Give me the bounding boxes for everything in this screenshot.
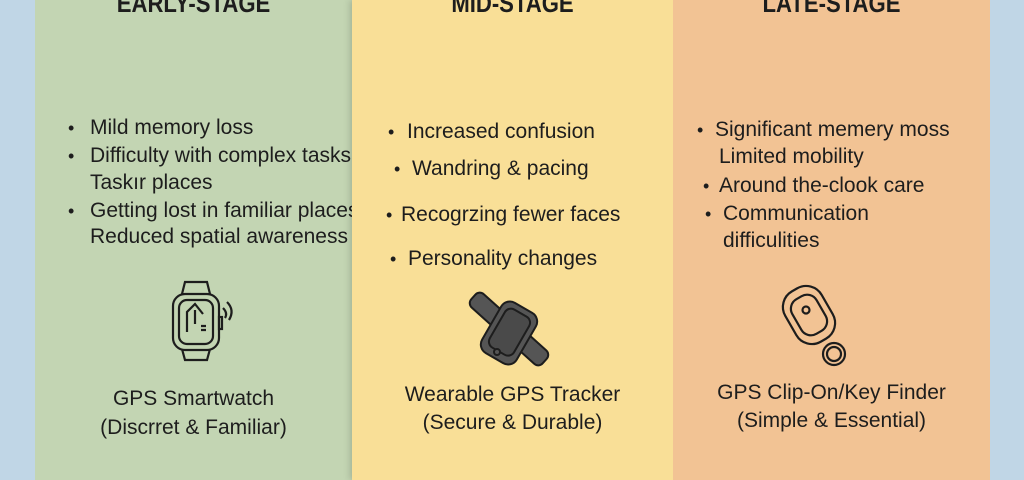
symptom: difficulities bbox=[723, 229, 820, 252]
symptom: Mild memory loss bbox=[90, 116, 254, 139]
symptom: Increased confusion bbox=[407, 120, 595, 143]
stage-title: MID-STAGE bbox=[451, 0, 574, 18]
symptom: Recogrzing fewer faces bbox=[401, 203, 621, 226]
device-name: GPS Clip-On/Key Finder bbox=[717, 381, 946, 404]
bullet: • bbox=[68, 201, 75, 221]
gps-tracker-icon bbox=[468, 291, 550, 367]
bullet: • bbox=[697, 120, 704, 140]
stage-title: LATE-STAGE bbox=[762, 0, 901, 18]
symptom: Taskır places bbox=[90, 171, 213, 194]
bullet: • bbox=[390, 249, 397, 269]
symptom: Around the-clook care bbox=[719, 174, 925, 197]
bullet: • bbox=[388, 122, 395, 142]
bullet: • bbox=[386, 205, 393, 225]
symptom: Difficulty with complex tasks bbox=[90, 144, 352, 167]
symptom: Personality changes bbox=[408, 247, 598, 270]
early-stage-panel: EARLY-STAGE • Mild memory loss • Difficu… bbox=[35, 0, 358, 480]
device-note: (Simple & Essential) bbox=[736, 409, 927, 432]
key-finder-icon bbox=[781, 284, 847, 367]
symptom: Wandring & pacing bbox=[412, 157, 589, 180]
symptom: Significant memery moss bbox=[715, 118, 950, 141]
symptom: Reduced spatial awareness bbox=[90, 225, 348, 248]
device-name: GPS Smartwatch bbox=[112, 387, 275, 410]
device-name: Wearable GPS Tracker bbox=[404, 383, 621, 406]
symptom: Limited mobility bbox=[719, 145, 864, 168]
bullet: • bbox=[703, 176, 710, 196]
stage-title: EARLY-STAGE bbox=[116, 0, 271, 18]
bullet: • bbox=[394, 159, 401, 179]
device-note: (Discrret & Familiar) bbox=[100, 416, 287, 439]
bullet: • bbox=[68, 118, 75, 138]
late-stage-panel: LATE-STAGE • Significant memery moss Lim… bbox=[673, 0, 990, 480]
smartwatch-icon bbox=[171, 280, 233, 362]
bullet: • bbox=[705, 204, 712, 224]
device-note: (Secure & Durable) bbox=[422, 411, 603, 434]
bullet: • bbox=[68, 146, 75, 166]
symptom: Getting lost in familiar places bbox=[90, 199, 359, 222]
symptom: Communication bbox=[723, 202, 869, 225]
mid-stage-panel: MID-STAGE • Increased confusion • Wandri… bbox=[352, 0, 673, 480]
